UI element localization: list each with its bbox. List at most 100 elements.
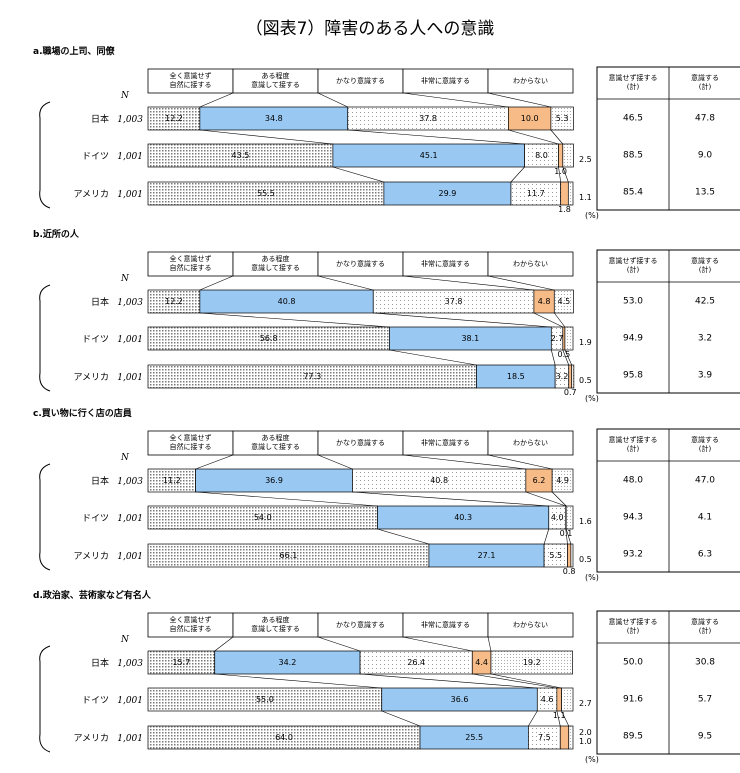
country-label: ドイツ: [82, 514, 109, 524]
table-cell-sum1: 91.6: [623, 695, 643, 705]
connector-line: [402, 92, 509, 108]
data-label: 8.0: [535, 151, 548, 160]
data-label: 4.8: [538, 297, 551, 306]
table-cell-sum2: 3.2: [698, 334, 712, 344]
connector-line: [561, 710, 570, 727]
connector-line: [554, 312, 566, 328]
connector-line: [565, 528, 572, 545]
legend-header-label: ある程度意識して接する: [251, 615, 300, 633]
row-bracket: [39, 463, 51, 571]
data-label: 34.2: [278, 658, 296, 667]
data-label: 40.8: [430, 476, 448, 485]
country-label: 日本: [91, 657, 109, 669]
data-label: 1.1: [579, 193, 592, 202]
table-cell-sum1: 94.3: [623, 513, 643, 523]
table-cell-sum2: 47.0: [695, 476, 715, 486]
country-label: アメリカ: [73, 189, 109, 200]
table-header-label: 意識せず接する(計): [609, 73, 658, 91]
bar-segment: [560, 181, 569, 206]
data-label: 1.8: [558, 205, 571, 214]
connector-line: [317, 454, 353, 470]
connector-line: [195, 454, 234, 470]
data-label: 15.7: [172, 658, 190, 667]
connector-line: [360, 673, 538, 689]
data-label: 37.8: [445, 297, 463, 306]
connector-line: [373, 312, 552, 328]
legend-header-box: [402, 251, 489, 277]
sample-size-label: 1,001: [117, 373, 143, 383]
table-cell-sum2: 5.7: [698, 695, 712, 705]
summary-table: [596, 428, 740, 573]
legend-header-label: わからない: [513, 260, 548, 268]
sample-size-label: 1,003: [117, 477, 143, 487]
table-cell-sum1: 48.0: [623, 476, 643, 486]
bar-segment: [551, 468, 574, 493]
connector-line: [508, 129, 559, 145]
legend-header-box: [232, 430, 319, 456]
bar-segment: [558, 143, 564, 168]
data-label: 25.5: [465, 733, 483, 742]
legend-header-label: 全く意識せず自然に接する: [170, 254, 212, 272]
bar-segment: [561, 687, 574, 712]
bar-segment: [568, 364, 573, 389]
table-cell-sum1: 89.5: [623, 732, 643, 742]
legend-header-box: [402, 68, 489, 94]
sample-size-label: 1,003: [117, 115, 143, 125]
table-cell-sum1: 95.8: [623, 371, 643, 381]
data-label: 34.8: [265, 114, 283, 123]
data-label: 37.8: [419, 114, 437, 123]
table-header-label: 意識せず接する(計): [609, 617, 658, 635]
country-label: 日本: [91, 296, 109, 308]
data-label: 29.9: [439, 189, 457, 198]
data-label: 1.9: [579, 338, 592, 347]
connector-line: [347, 129, 525, 145]
connector-line: [199, 312, 390, 328]
country-label: アメリカ: [73, 372, 109, 383]
data-label: 56.8: [260, 334, 278, 343]
bar-segment: [559, 725, 570, 750]
connector-line: [352, 491, 549, 507]
legend-header-box: [232, 251, 319, 277]
connector-line: [565, 528, 568, 545]
bar-segment: [570, 543, 574, 568]
data-label: 6.2: [533, 476, 546, 485]
table-cell-sum1: 53.0: [623, 297, 643, 307]
connector-line: [199, 129, 333, 145]
data-label: 7.5: [538, 733, 551, 742]
data-label: 3.2: [556, 372, 569, 381]
section-title: b.近所の人: [33, 228, 80, 240]
legend-header-box: [317, 251, 404, 277]
summary-table: [596, 249, 740, 394]
connector-line: [402, 275, 534, 291]
data-label: 54.0: [254, 513, 272, 522]
legend-header-box: [147, 251, 234, 277]
table-cell-sum1: 94.9: [623, 334, 643, 344]
data-label: 0.8: [563, 567, 576, 576]
table-cell-sum1: 88.5: [623, 151, 643, 161]
sample-size-label: 1,001: [117, 514, 143, 524]
sample-size-label: 1,001: [117, 152, 143, 162]
legend-header-box: [487, 430, 574, 456]
n-label: N: [120, 274, 130, 284]
connector-line: [562, 166, 569, 183]
n-label: N: [120, 91, 130, 101]
data-label: 1.1: [553, 711, 566, 720]
country-label: アメリカ: [73, 551, 109, 562]
table-cell-sum2: 42.5: [695, 297, 715, 307]
data-label: 4.4: [475, 658, 488, 667]
legend-header-label: 全く意識せず自然に接する: [170, 433, 212, 451]
data-label: 11.2: [163, 476, 181, 485]
legend-header-box: [317, 612, 404, 638]
legend-header-box: [487, 68, 574, 94]
connector-line: [317, 636, 361, 652]
data-label: 4.9: [556, 476, 569, 485]
table-header-label: 意識する(計): [691, 256, 719, 274]
connector-line: [487, 92, 551, 108]
data-label: 26.4: [407, 658, 425, 667]
unit-label: (%): [585, 755, 599, 764]
legend-header-label: わからない: [513, 77, 548, 85]
country-label: 日本: [91, 475, 109, 487]
connector-line: [377, 528, 430, 545]
connector-line: [558, 166, 561, 183]
data-label: 12.2: [165, 114, 183, 123]
